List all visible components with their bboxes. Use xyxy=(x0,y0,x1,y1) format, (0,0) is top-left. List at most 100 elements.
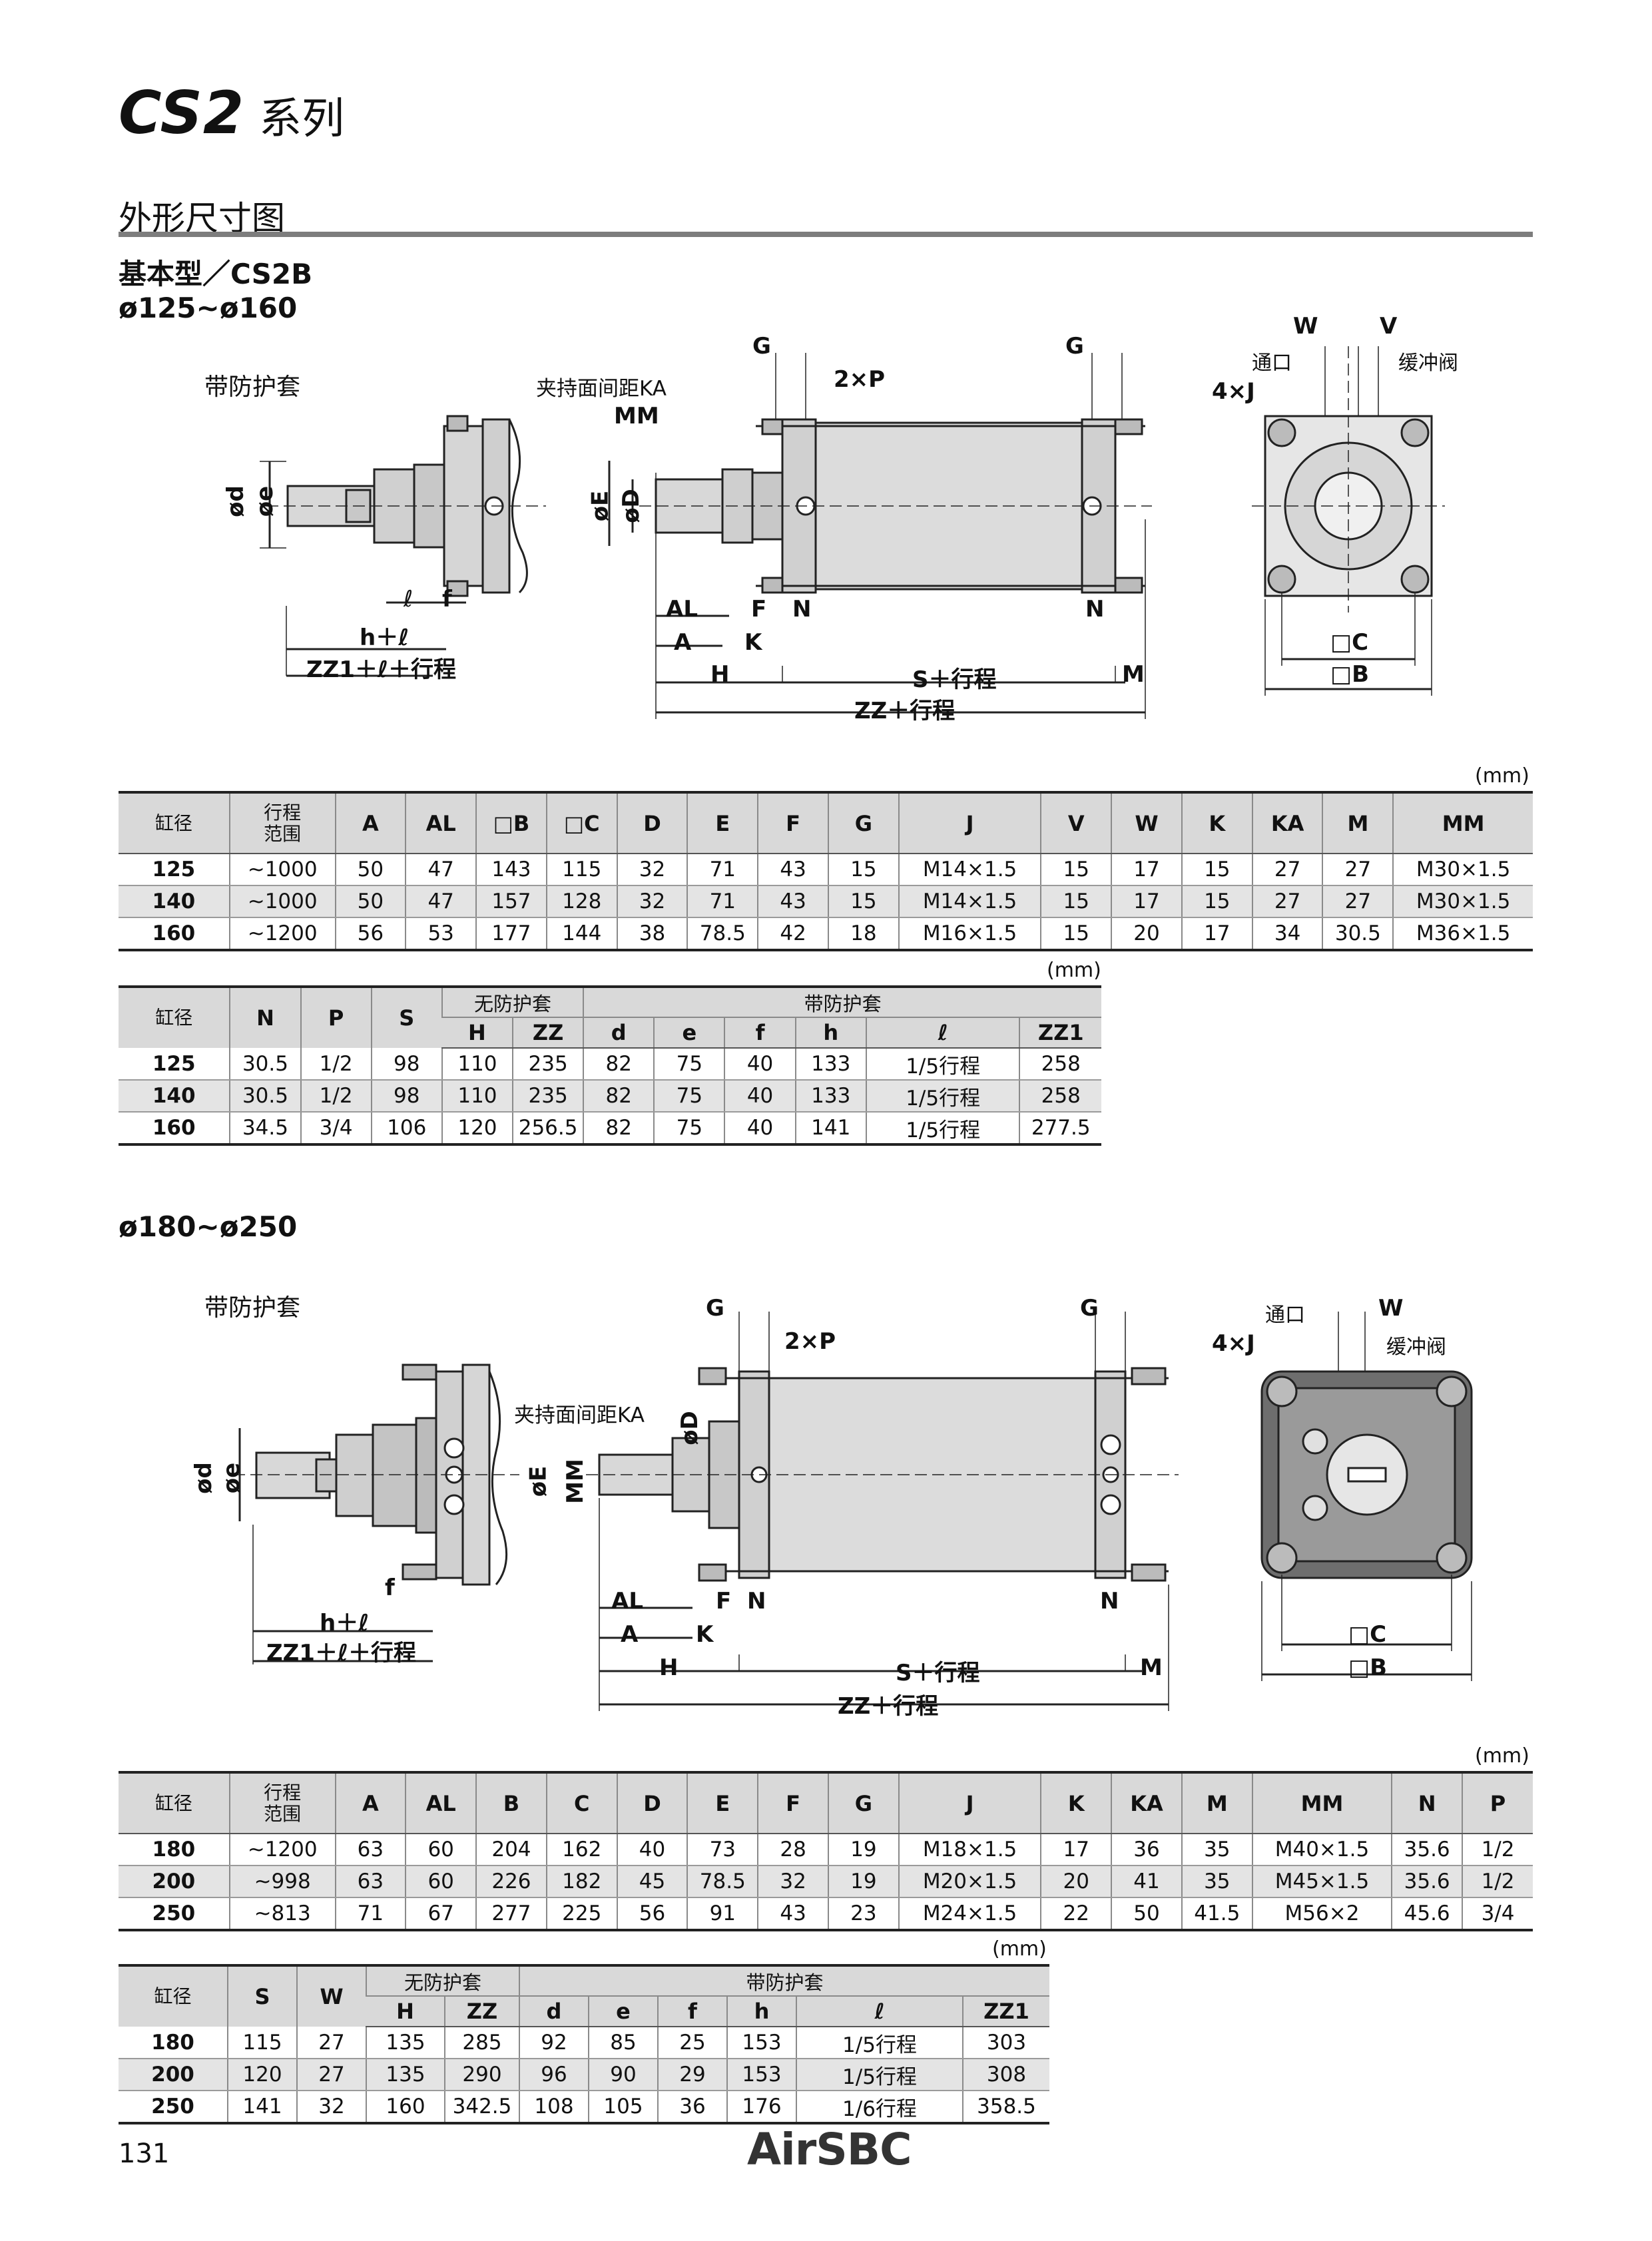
g1t1-h-6: D xyxy=(616,791,688,854)
table-cell: 308 xyxy=(962,2059,1049,2091)
g2-label-m: M xyxy=(1140,1654,1163,1681)
table-cell: 47 xyxy=(405,854,477,886)
g1t2-h-9: h xyxy=(794,1017,866,1049)
g1t2-h-4: H xyxy=(441,1017,513,1049)
table-cell: 71 xyxy=(687,885,758,918)
table-cell: 36 xyxy=(1111,1834,1182,1866)
table-cell: ~1200 xyxy=(228,1834,336,1866)
table-cell: 235 xyxy=(512,1080,584,1113)
table-cell: 38 xyxy=(616,917,688,951)
table-cell: 256.5 xyxy=(512,1112,584,1146)
table-cell: 40 xyxy=(616,1834,688,1866)
g1-label-p: 2×P xyxy=(834,366,886,393)
table-cell: 45.6 xyxy=(1391,1897,1463,1931)
table-cell: 110 xyxy=(441,1080,513,1113)
table-cell: 153 xyxy=(726,2027,796,2059)
table-cell: 1/5行程 xyxy=(865,1048,1020,1081)
g2t1-h-11: K xyxy=(1040,1771,1112,1834)
table-cell: 40 xyxy=(724,1080,796,1113)
g2t1-h-stroke: 行程范围 xyxy=(228,1771,336,1834)
g2-label-port: 通口 xyxy=(1265,1304,1305,1327)
g1-label-mm: MM xyxy=(614,403,659,429)
table-cell: 19 xyxy=(827,1866,899,1898)
g1t1-h-9: G xyxy=(827,791,899,854)
g2t1-h-9: G xyxy=(827,1771,899,1834)
g2-label-w: W xyxy=(1378,1295,1404,1322)
g1-label-n2: N xyxy=(1085,596,1105,622)
table-cell: 258 xyxy=(1019,1048,1101,1081)
g2-label-p: 2×P xyxy=(784,1328,836,1355)
table-cell: 15 xyxy=(1040,854,1112,886)
g2-label-k: K xyxy=(696,1621,714,1648)
g1t1-h-13: K xyxy=(1181,791,1252,854)
g1t1-h-7: E xyxy=(687,791,758,854)
table-cell: 90 xyxy=(588,2059,658,2091)
table-cell: 250 xyxy=(119,2091,228,2124)
table-cell: M30×1.5 xyxy=(1392,854,1533,886)
g1t2-h-3: S xyxy=(370,985,442,1048)
g2-label-s: S＋行程 xyxy=(896,1660,980,1686)
group2-range: ø180~ø250 xyxy=(119,1210,298,1243)
table-cell: 56 xyxy=(334,917,406,951)
table-cell: 98 xyxy=(370,1048,442,1081)
table-cell: 41 xyxy=(1111,1866,1182,1898)
g1t2-h-bore: 缸径 xyxy=(119,985,230,1048)
table-cell: 27 xyxy=(1251,854,1323,886)
table-cell: 36 xyxy=(657,2091,727,2124)
table-cell: 71 xyxy=(687,854,758,886)
table-cell: M40×1.5 xyxy=(1251,1834,1392,1866)
table-cell: 133 xyxy=(794,1048,866,1081)
table-cell: 53 xyxy=(405,917,477,951)
g1-label-port: 通口 xyxy=(1252,352,1292,375)
table-cell: 15 xyxy=(1181,854,1252,886)
table-cell: 43 xyxy=(757,1897,828,1931)
table-cell: M30×1.5 xyxy=(1392,885,1533,918)
table-cell: 1/6行程 xyxy=(796,2091,963,2124)
table-cell: 73 xyxy=(687,1834,758,1866)
g2t2-h-7: f xyxy=(657,1996,727,2027)
brand-logo: AirSBC xyxy=(747,2124,912,2175)
table-cell: 120 xyxy=(227,2059,297,2091)
table-cell: 63 xyxy=(334,1834,406,1866)
g2-label-h: H xyxy=(659,1654,679,1681)
g2-label-f: f xyxy=(385,1575,395,1601)
table-cell: 141 xyxy=(794,1112,866,1146)
g1t1-h-15: M xyxy=(1322,791,1394,854)
table-cell: 40 xyxy=(724,1048,796,1081)
table-cell: 143 xyxy=(475,854,547,886)
table-cell: 27 xyxy=(296,2059,366,2091)
table-cell: 177 xyxy=(475,917,547,951)
g1t2-h-1: N xyxy=(229,985,301,1048)
g2t1-h-13: M xyxy=(1181,1771,1252,1834)
g1-label-s: S＋行程 xyxy=(912,666,997,693)
g2t2-h-5: d xyxy=(519,1996,589,2027)
table-cell: 43 xyxy=(757,854,828,886)
g1-label-w: W xyxy=(1293,313,1318,340)
table-cell: 60 xyxy=(405,1866,477,1898)
g2t1-h-4: B xyxy=(475,1771,547,1834)
g2t2-h-1: S xyxy=(227,1964,297,2027)
g2-label-al: AL xyxy=(611,1588,643,1615)
table-cell: 30.5 xyxy=(229,1080,301,1113)
g1-table1: 缸径 行程范围 A AL □B □C D E F G J V W K KA M … xyxy=(119,791,1533,951)
table-cell: 1/2 xyxy=(300,1080,372,1113)
table-cell: 141 xyxy=(227,2091,297,2124)
table-cell: 28 xyxy=(757,1834,828,1866)
g1t2-h-8: f xyxy=(724,1017,796,1049)
table-cell: 56 xyxy=(616,1897,688,1931)
table-cell: 115 xyxy=(227,2027,297,2059)
table-cell: 342.5 xyxy=(444,2091,519,2124)
table-cell: 180 xyxy=(119,1834,230,1866)
g1t1-h-4: □B xyxy=(475,791,547,854)
table-cell: 27 xyxy=(1322,854,1394,886)
table-cell: 135 xyxy=(366,2059,445,2091)
g1-label-oE: øE xyxy=(587,490,614,522)
table-cell: 153 xyxy=(726,2059,796,2091)
